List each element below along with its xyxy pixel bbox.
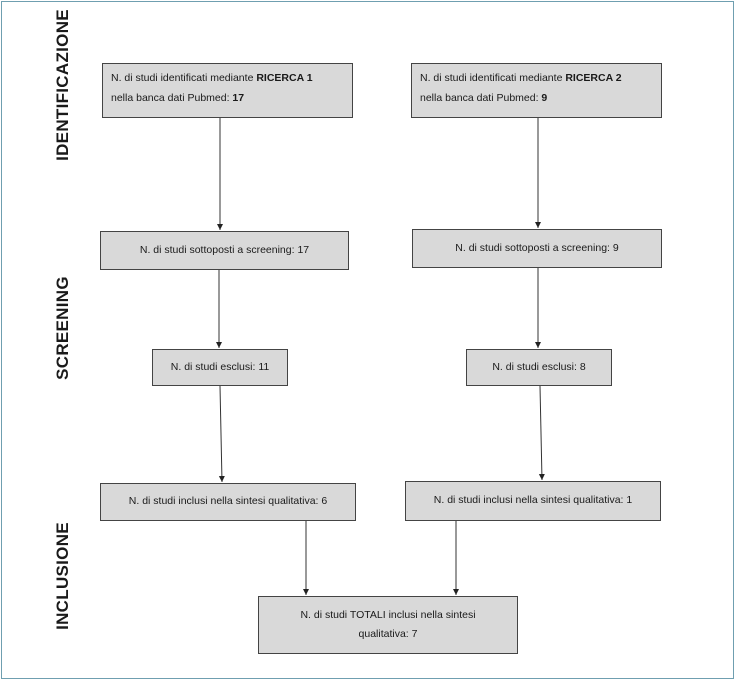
included2-box: N. di studi inclusi nella sintesi qualit… — [405, 481, 661, 521]
screened1-text: N. di studi sottoposti a screening: 17 — [139, 243, 310, 256]
search1-line2: nella banca dati Pubmed: 17 — [111, 91, 245, 104]
total-box: N. di studi TOTALI inclusi nella sintesi… — [258, 596, 518, 654]
screened1-box: N. di studi sottoposti a screening: 17 — [100, 231, 349, 270]
total-line1: N. di studi TOTALI inclusi nella sintesi — [300, 609, 476, 622]
screened2-box: N. di studi sottoposti a screening: 9 — [412, 229, 662, 268]
search1-line1: N. di studi identificati mediante RICERC… — [111, 72, 313, 84]
screened2-text: N. di studi sottoposti a screening: 9 — [455, 241, 619, 254]
total-line2: qualitativa: 7 — [358, 628, 418, 640]
excluded2-text: N. di studi esclusi: 8 — [492, 360, 586, 373]
search1-box: N. di studi identificati mediante RICERC… — [102, 63, 353, 118]
search2-box: N. di studi identificati mediante RICERC… — [411, 63, 662, 118]
excluded2-box: N. di studi esclusi: 8 — [466, 349, 612, 386]
search2-line2: nella banca dati Pubmed: 9 — [420, 91, 548, 104]
arrow-excluded2-to-included2 — [538, 385, 545, 481]
arrow-excluded1-to-included1 — [218, 385, 225, 483]
excluded1-box: N. di studi esclusi: 11 — [152, 349, 288, 386]
included1-text: N. di studi inclusi nella sintesi qualit… — [128, 495, 328, 508]
included2-text: N. di studi inclusi nella sintesi qualit… — [433, 494, 633, 507]
excluded1-text: N. di studi esclusi: 11 — [170, 360, 270, 373]
search2-line1: N. di studi identificati mediante RICERC… — [420, 72, 622, 84]
included1-box: N. di studi inclusi nella sintesi qualit… — [100, 483, 356, 521]
